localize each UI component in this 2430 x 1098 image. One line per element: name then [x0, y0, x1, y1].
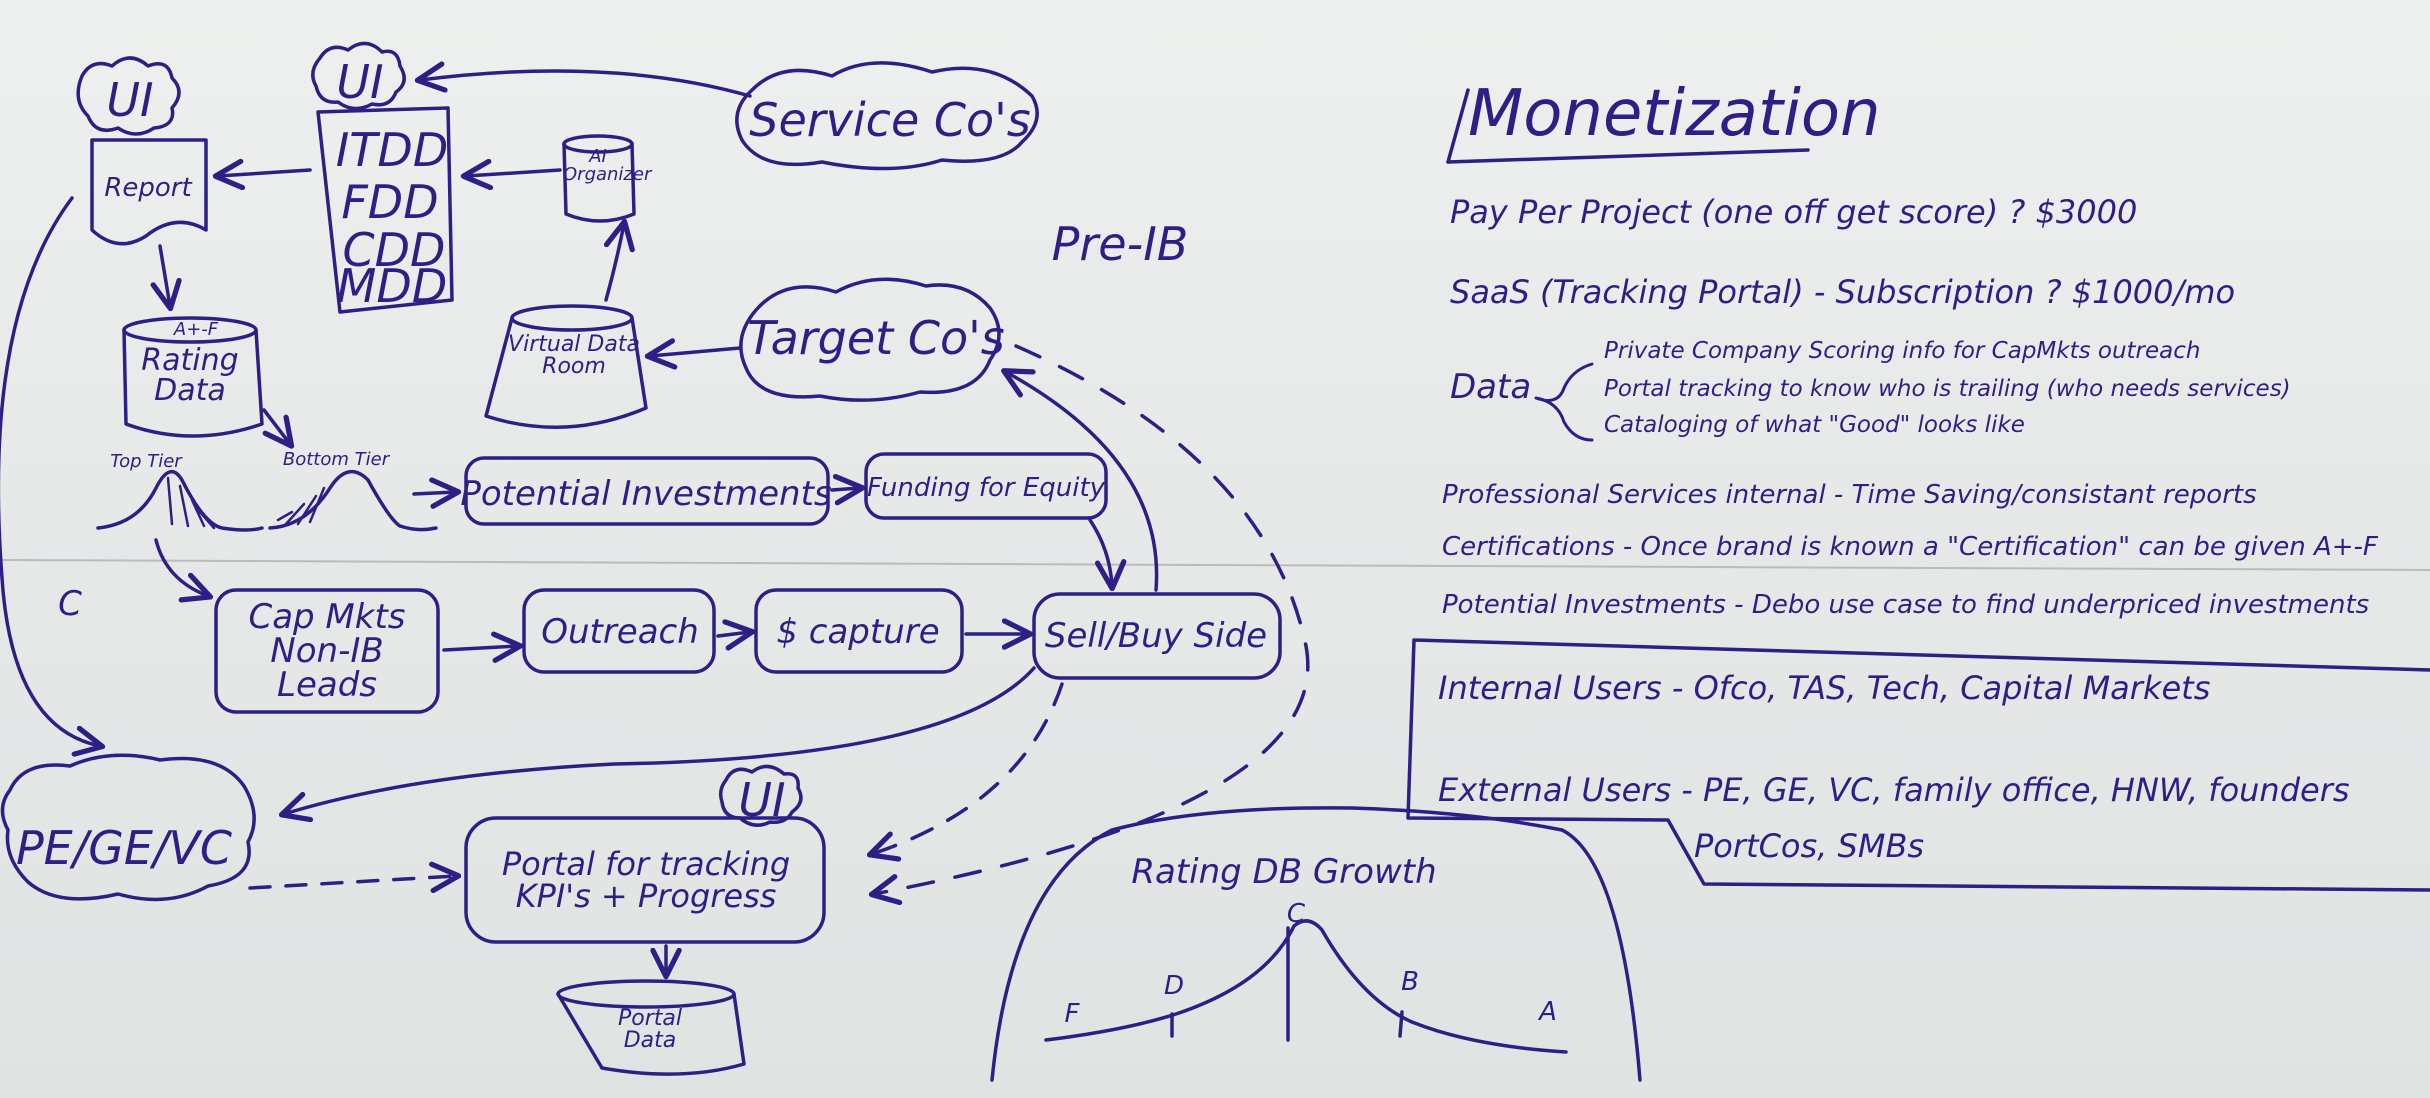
vdr-cylinder-top: [510, 304, 634, 332]
grade-label: B: [1401, 967, 1419, 997]
data-item: Private Company Scoring info for CapMkts…: [1604, 338, 2201, 364]
cap-mkts-label: Cap Mkts Non-IB Leads: [248, 597, 406, 705]
rating-cylinder: [122, 328, 264, 438]
arrow-rating-to-bottom: [262, 408, 295, 449]
dd-item: ITDD: [335, 123, 449, 177]
portal-data-label: Portal Data: [618, 1006, 682, 1053]
pre-ib-label: Pre-IB: [1051, 217, 1189, 271]
rating-db-growth-label: Rating DB Growth: [1131, 852, 1437, 892]
arrow-ai-to-dd: [460, 158, 562, 191]
outreach-label: Outreach: [541, 612, 699, 652]
monetization-line: SaaS (Tracking Portal) - Subscription ? …: [1450, 273, 2236, 311]
potential-investments-box: [464, 456, 830, 526]
top-tier-label: Top Tier: [110, 451, 182, 472]
dashed-sellbuy-to-portal: [866, 682, 1064, 862]
capture-box: [754, 588, 964, 674]
potential-investments-label: Potential Investments: [460, 474, 832, 514]
arrow-vdr-to-ai: [603, 218, 635, 302]
monetization-line: Pay Per Project (one off get score) ? $3…: [1450, 193, 2138, 231]
arrow-service-to-ui: [414, 61, 752, 98]
bottom-tier-hatch: [276, 486, 326, 526]
bottom-tier-curve: [268, 470, 438, 532]
outreach-box: [522, 588, 716, 674]
sell-buy-label: Sell/Buy Side: [1044, 616, 1268, 656]
portal-label: Portal for tracking KPI's + Progress: [501, 845, 791, 915]
growth-curve: [1044, 919, 1568, 1054]
monetization-underline: [1446, 148, 1810, 164]
ui-cloud-3: [718, 764, 803, 827]
board-seam: [0, 559, 2430, 571]
arrow-dd-to-report: [212, 158, 312, 191]
dd-item: CDD: [342, 223, 446, 277]
arrow-tier-to-potential: [412, 477, 462, 509]
service-cos-cloud: [735, 61, 1039, 171]
monetization-line: Potential Investments - Debo use case to…: [1442, 590, 2370, 620]
external-users: External Users - PE, GE, VC, family offi…: [1438, 771, 2350, 809]
report-label: Report: [104, 173, 192, 203]
arrow-outreach-to-capture: [716, 619, 756, 651]
dd-item: FDD: [341, 175, 439, 229]
monetization-title: Monetization: [1468, 77, 1881, 151]
top-tier-hatch: [166, 476, 216, 530]
monetization-m-stroke: [1446, 88, 1470, 164]
rating-data-label: Rating Data: [141, 343, 239, 408]
funding-label: Funding for Equity: [866, 473, 1106, 503]
monetization-line: Certifications - Once brand is known a "…: [1442, 532, 2378, 562]
grade-label: F: [1064, 999, 1080, 1029]
arrow-sellbuy-to-pe: [278, 666, 1036, 823]
pe-ge-vc-cloud: [0, 753, 256, 902]
top-tier-curve: [96, 470, 264, 532]
grade-label: A: [1539, 997, 1557, 1027]
dd-item: MDD: [336, 259, 448, 313]
bottom-tier-label: Bottom Tier: [282, 449, 390, 470]
grade-label: D: [1163, 971, 1185, 1001]
data-item: Portal tracking to know who is trailing …: [1604, 376, 2291, 402]
portal-data-cylinder: [556, 992, 746, 1076]
arrow-capmkts-to-outreach: [442, 631, 524, 664]
sell-buy-box: [1032, 592, 1282, 680]
funding-box: [864, 452, 1108, 520]
cap-mkts-box: [214, 588, 440, 714]
arrow-funding-to-sellbuy: [1088, 518, 1127, 592]
capture-label: $ capture: [776, 612, 940, 652]
portal-box: [464, 816, 826, 944]
dd-box: [316, 106, 454, 314]
ui-label-report: UI: [106, 73, 154, 127]
report-box: [90, 138, 208, 246]
pe-ge-vc-label: PE/GE/VC: [15, 821, 233, 875]
arrow-potential-to-funding: [830, 473, 866, 506]
vdr-cylinder: [484, 316, 648, 429]
data-brace: [1534, 362, 1594, 442]
monetization-line: Professional Services internal - Time Sa…: [1442, 480, 2257, 510]
arrow-report-to-rating: [150, 244, 182, 312]
users-box: [1406, 638, 2430, 892]
c-label: C: [58, 584, 82, 624]
dashed-pe-to-portal: [248, 861, 462, 894]
data-label: Data: [1450, 367, 1532, 407]
data-item: Cataloging of what "Good" looks like: [1604, 412, 2025, 438]
ui-label-dd: UI: [336, 55, 384, 109]
growth-dome: [990, 806, 1642, 1082]
target-cos-label: Target Co's: [747, 311, 1005, 365]
target-cos-cloud: [739, 277, 1001, 402]
vdr-label: Virtual Data Room: [508, 332, 640, 379]
rating-grade-label: A+-F: [173, 319, 219, 340]
arrow-target-to-vdr: [644, 338, 742, 370]
arrow-report-to-pe: [0, 196, 106, 757]
ai-organizer-label: AI Organizer: [563, 146, 652, 185]
service-cos-label: Service Co's: [749, 93, 1031, 147]
arrow-sellbuy-to-target: [1001, 368, 1159, 592]
internal-users: Internal Users - Ofco, TAS, Tech, Capita…: [1438, 669, 2211, 707]
grade-label: C: [1286, 899, 1306, 929]
ui-cloud-1: [76, 56, 181, 136]
tick-b: [1398, 1010, 1404, 1038]
portal-data-top: [556, 979, 736, 1009]
external-users-cont: PortCos, SMBs: [1694, 827, 1925, 865]
ai-cylinder: [562, 142, 636, 223]
ui-cloud-2: [311, 41, 406, 111]
ui-label-portal: UI: [738, 773, 786, 827]
arrow-toptier-to-capmkts: [154, 538, 214, 603]
